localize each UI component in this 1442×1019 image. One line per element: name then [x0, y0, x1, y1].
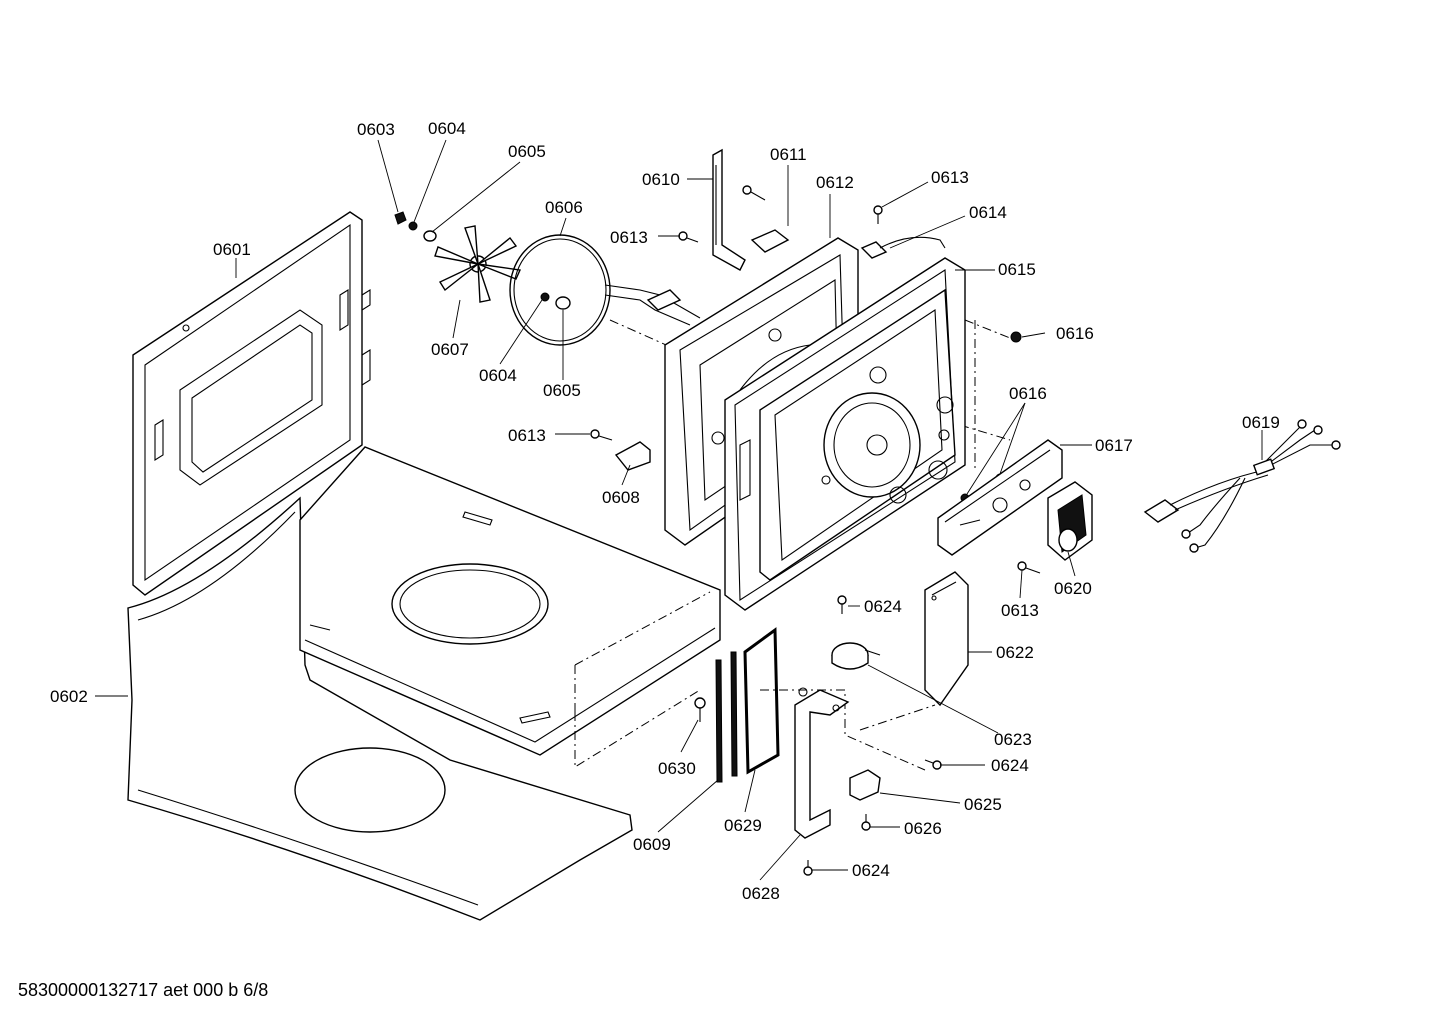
label-0604: 0604 — [428, 119, 466, 138]
leader-lines — [95, 139, 1263, 881]
label-0613: 0613 — [931, 168, 969, 187]
part-0623-thermostat — [831, 642, 881, 670]
part-0626-screw — [861, 814, 871, 831]
label-0613: 0613 — [610, 228, 648, 247]
label-0602: 0602 — [50, 687, 88, 706]
label-0607: 0607 — [431, 340, 469, 359]
part-0602-insulation-mat — [127, 496, 633, 921]
part-0608-clip — [614, 441, 651, 471]
label-0611: 0611 — [770, 145, 807, 164]
part-0614-sensor — [860, 236, 946, 259]
part-0615-cavity-rear-frame — [724, 257, 966, 611]
label-0610: 0610 — [642, 170, 680, 189]
label-0604: 0604 — [479, 366, 517, 385]
label-0629: 0629 — [724, 816, 762, 835]
label-0628: 0628 — [742, 884, 780, 903]
label-0624: 0624 — [864, 597, 902, 616]
part-0629-seal-frame — [743, 627, 780, 775]
label-0613: 0613 — [1001, 601, 1039, 620]
label-0630: 0630 — [658, 759, 696, 778]
label-0608: 0608 — [602, 488, 640, 507]
part-0611-clip — [750, 229, 790, 253]
part-0613-screws — [590, 185, 1041, 574]
label-0612: 0612 — [816, 173, 854, 192]
part-0628-mounting-bracket — [794, 687, 850, 839]
part-0606-ring-heater — [509, 234, 701, 346]
label-0601: 0601 — [213, 240, 251, 259]
part-0624-screws — [803, 595, 942, 876]
label-0624: 0624 — [852, 861, 890, 880]
part-0601-rear-panel — [132, 211, 371, 596]
part-0605-washer — [423, 230, 571, 310]
part-0620-connector-housing — [1047, 481, 1093, 561]
label-0625: 0625 — [964, 795, 1002, 814]
document-code: 58300000132717 aet 000 b 6/8 — [18, 980, 269, 1000]
label-0613: 0613 — [508, 426, 546, 445]
part-0617-terminal-bracket — [937, 439, 1063, 556]
part-0603-nut — [394, 211, 407, 225]
label-0605: 0605 — [543, 381, 581, 400]
label-0614: 0614 — [969, 203, 1007, 222]
label-0605: 0605 — [508, 142, 546, 161]
label-0603: 0603 — [357, 120, 395, 139]
label-0622: 0622 — [996, 643, 1034, 662]
part-floor-plate — [299, 446, 721, 756]
label-0620: 0620 — [1054, 579, 1092, 598]
label-0624: 0624 — [991, 756, 1029, 775]
label-0609: 0609 — [633, 835, 671, 854]
label-0623: 0623 — [994, 730, 1032, 749]
label-0617: 0617 — [1095, 436, 1133, 455]
part-0625-switch — [849, 769, 881, 801]
label-0616: 0616 — [1056, 324, 1094, 343]
label-0615: 0615 — [998, 260, 1036, 279]
part-0622-cover-plate — [924, 571, 969, 707]
part-0604-washer — [408, 221, 550, 302]
part-0630-screw — [694, 697, 706, 722]
part-0609-seal-strips — [715, 651, 738, 783]
label-0626: 0626 — [904, 819, 942, 838]
part-0607-fan-wheel — [434, 225, 522, 303]
label-0616: 0616 — [1009, 384, 1047, 403]
label-0619: 0619 — [1242, 413, 1280, 432]
label-0606: 0606 — [545, 198, 583, 217]
part-0619-wiring-harness — [1143, 419, 1341, 553]
callout-labels: 0601 0602 0603 0604 0605 0606 0607 0604 … — [50, 119, 1280, 903]
part-0610-bracket — [712, 148, 746, 271]
